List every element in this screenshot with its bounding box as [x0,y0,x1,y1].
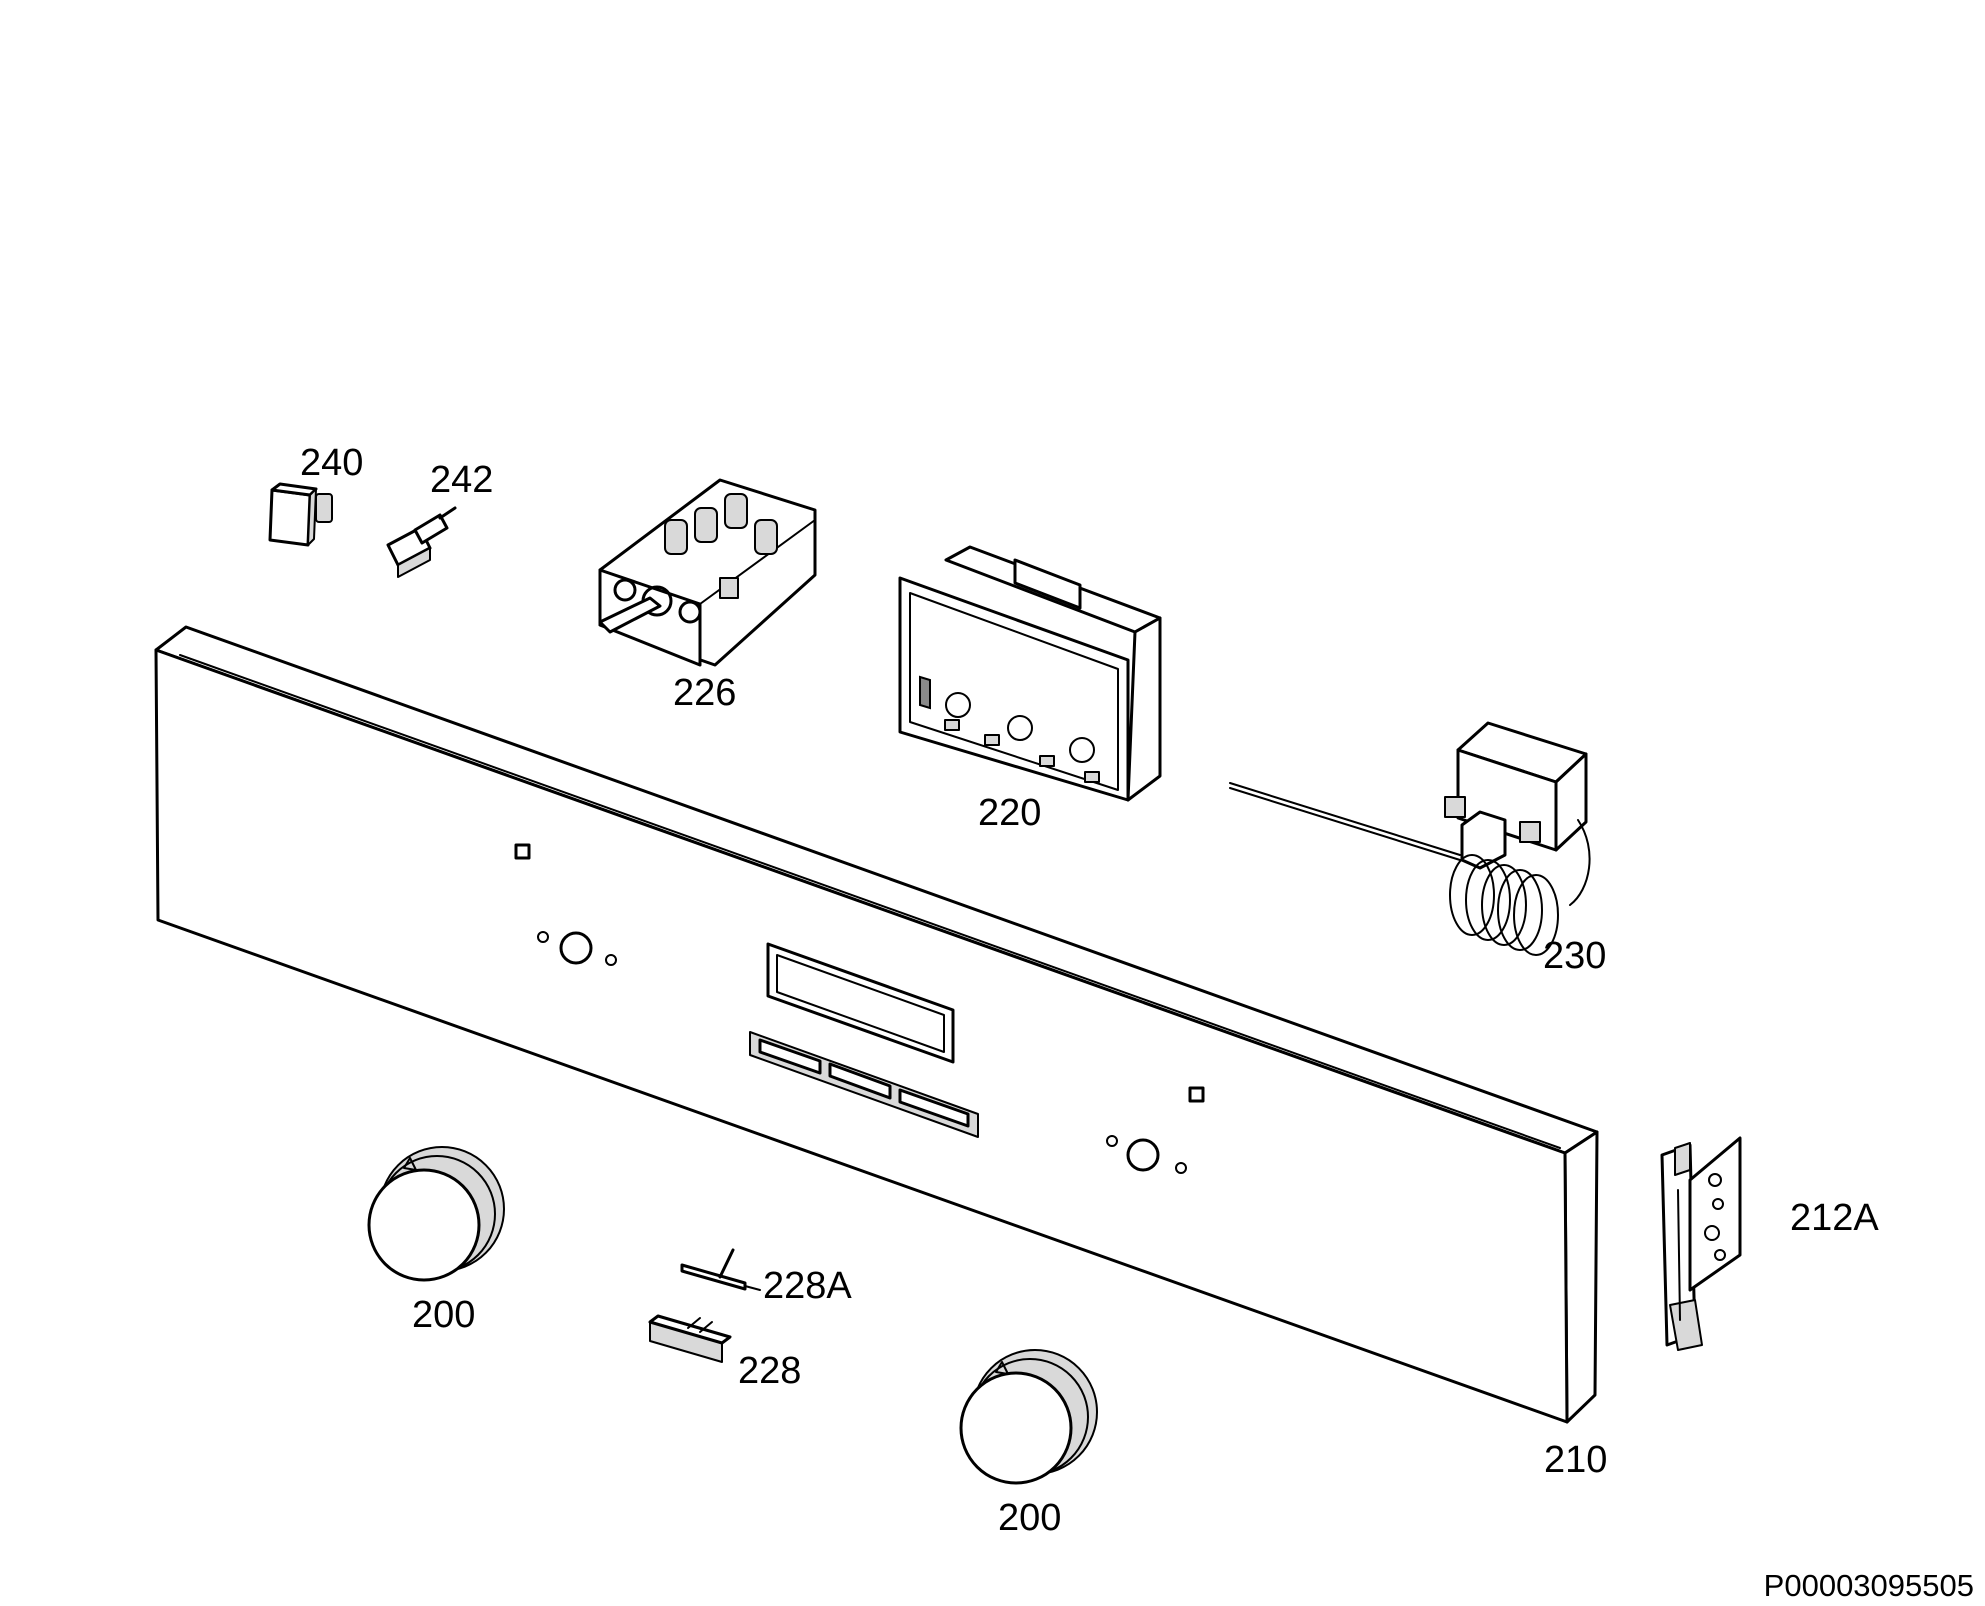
document-id: P00003095505 [1764,1568,1974,1603]
label-230: 230 [1543,935,1606,977]
hinge-bracket-212A[interactable] [1660,1136,1742,1351]
label-226: 226 [673,672,736,714]
light-guide-228A[interactable] [680,1248,747,1291]
knob-200-right[interactable] [959,1349,1098,1485]
thermostat-230[interactable] [1229,721,1591,956]
label-228A: 228A [763,1265,852,1307]
part-labels: 240 242 226 220 230 212A 210 200 200 228… [300,442,1879,1539]
label-228: 228 [738,1350,801,1392]
knob-200-left[interactable] [367,1146,505,1282]
timer-module-220[interactable] [898,545,1162,802]
leader-lines [744,1285,761,1291]
push-button-240[interactable] [268,482,333,547]
led-holder-228[interactable] [648,1314,732,1363]
label-210: 210 [1544,1439,1607,1481]
control-panel-210[interactable] [154,625,1599,1424]
selector-switch-226[interactable] [598,478,817,667]
label-242: 242 [430,459,493,501]
label-240: 240 [300,442,363,484]
label-212A: 212A [1790,1197,1879,1239]
label-220: 220 [978,792,1041,834]
label-200-left: 200 [412,1294,475,1336]
label-200-right: 200 [998,1497,1061,1539]
micro-switch-242[interactable] [386,506,457,578]
